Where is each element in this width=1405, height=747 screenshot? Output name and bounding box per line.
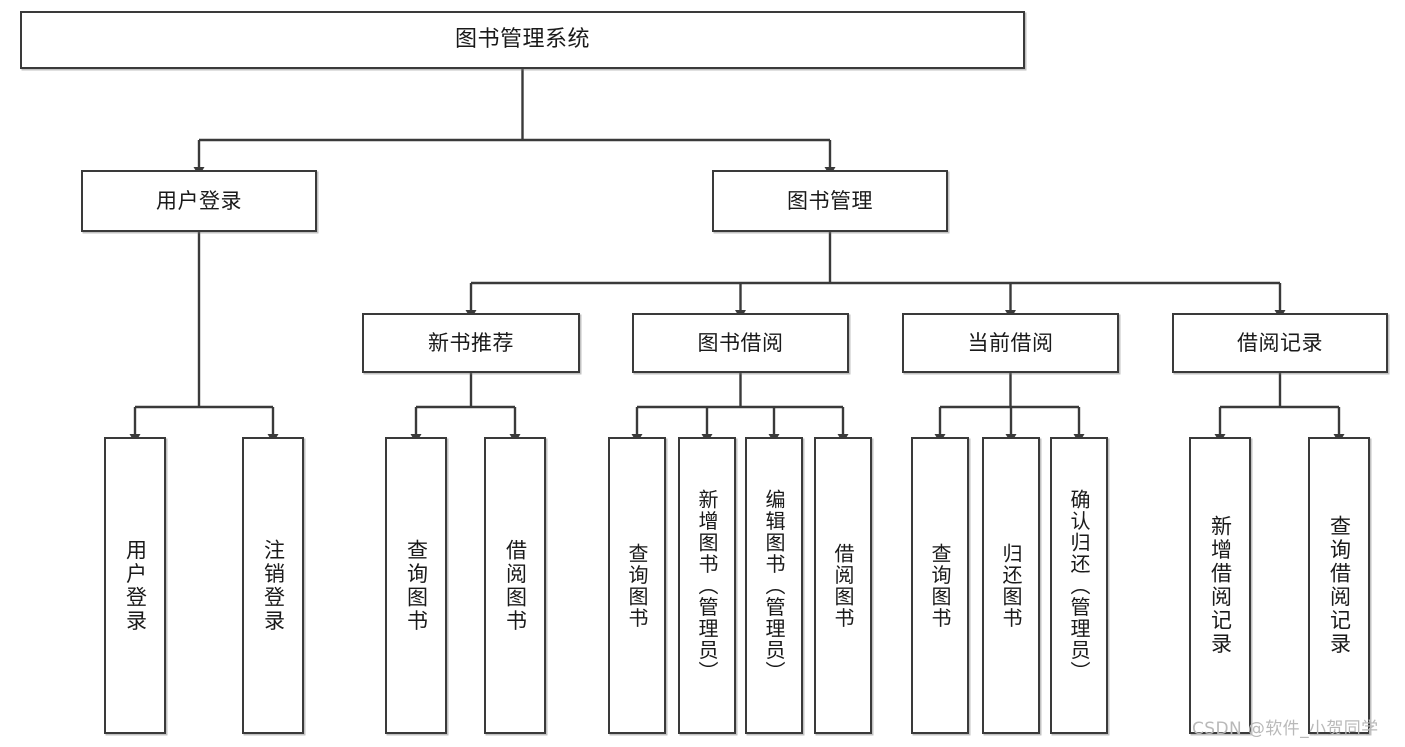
- edge-trunk: [416, 373, 515, 409]
- node-current-borrow[interactable]: 当前借阅: [902, 313, 1119, 373]
- leaf-query-book-borrow[interactable]: 查询图书: [608, 437, 666, 734]
- node-user-login-label: 用户登录: [156, 188, 242, 213]
- node-book-borrow-label: 图书借阅: [697, 330, 784, 355]
- node-root[interactable]: 图书管理系统: [20, 11, 1025, 69]
- leaf-user-login-label: 用户登录: [123, 538, 148, 633]
- leaf-return-book[interactable]: 归还图书: [982, 437, 1040, 734]
- leaf-query-book-recommend-label: 查询图书: [404, 538, 429, 633]
- leaf-query-borrow-record[interactable]: 查询借阅记录: [1308, 437, 1370, 734]
- leaf-user-login[interactable]: 用户登录: [104, 437, 166, 734]
- leaf-query-book-recommend[interactable]: 查询图书: [385, 437, 447, 734]
- leaf-edit-book-admin-label: 编辑图书（管理员）: [762, 488, 786, 683]
- leaf-query-book-borrow-label: 查询图书: [625, 542, 649, 629]
- leaf-add-borrow-record-label: 新增借阅记录: [1208, 515, 1233, 656]
- node-current-borrow-label: 当前借阅: [967, 330, 1054, 355]
- node-root-label: 图书管理系统: [454, 27, 590, 53]
- leaf-borrow-book-recommend-label: 借阅图书: [503, 538, 528, 633]
- leaf-add-book-admin[interactable]: 新增图书（管理员）: [678, 437, 736, 734]
- leaf-borrow-book-label: 借阅图书: [831, 542, 855, 629]
- leaf-query-borrow-record-label: 查询借阅记录: [1327, 515, 1352, 656]
- node-book-management[interactable]: 图书管理: [712, 170, 948, 232]
- node-borrow-record-label: 借阅记录: [1237, 330, 1323, 355]
- edge-trunk: [199, 69, 830, 142]
- leaf-borrow-book-recommend[interactable]: 借阅图书: [484, 437, 546, 734]
- node-user-login[interactable]: 用户登录: [81, 170, 317, 232]
- edge-trunk: [1220, 373, 1339, 409]
- watermark: CSDN @软件_小贺同学: [1192, 719, 1379, 739]
- edge-trunk: [940, 373, 1079, 409]
- leaf-return-book-label: 归还图书: [999, 542, 1023, 629]
- edge-trunk: [135, 232, 273, 409]
- node-borrow-record[interactable]: 借阅记录: [1172, 313, 1388, 373]
- node-new-book-recommend[interactable]: 新书推荐: [362, 313, 580, 373]
- edge-trunk: [471, 232, 1280, 285]
- leaf-edit-book-admin[interactable]: 编辑图书（管理员）: [745, 437, 803, 734]
- leaf-borrow-book[interactable]: 借阅图书: [814, 437, 872, 734]
- leaf-confirm-return-admin[interactable]: 确认归还（管理员）: [1050, 437, 1108, 734]
- leaf-query-book-current-label: 查询图书: [928, 542, 952, 629]
- leaf-logout-login-label: 注销登录: [261, 538, 286, 633]
- leaf-add-book-admin-label: 新增图书（管理员）: [695, 488, 719, 683]
- leaf-add-borrow-record[interactable]: 新增借阅记录: [1189, 437, 1251, 734]
- leaf-logout-login[interactable]: 注销登录: [242, 437, 304, 734]
- leaf-query-book-current[interactable]: 查询图书: [911, 437, 969, 734]
- leaf-confirm-return-admin-label: 确认归还（管理员）: [1067, 488, 1091, 683]
- edge-group: [129, 69, 1345, 443]
- node-book-management-label: 图书管理: [787, 188, 873, 213]
- edge-trunk: [637, 373, 843, 409]
- node-new-book-recommend-label: 新书推荐: [428, 330, 514, 355]
- node-book-borrow[interactable]: 图书借阅: [632, 313, 849, 373]
